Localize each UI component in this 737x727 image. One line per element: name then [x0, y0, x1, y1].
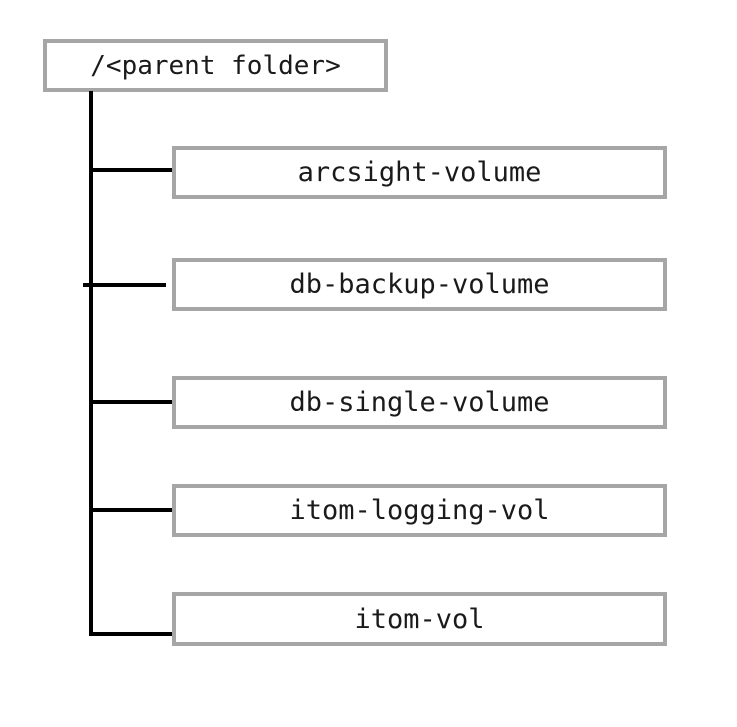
connector-line-itom-vol: [89, 632, 172, 636]
volume-node-itom-logging: itom-logging-vol: [172, 484, 667, 537]
volume-node-label: db-backup-volume: [289, 269, 550, 300]
volume-node-label: arcsight-volume: [297, 157, 542, 188]
volume-node-db-backup: db-backup-volume: [172, 258, 667, 311]
volume-node-label: itom-logging-vol: [289, 495, 550, 526]
volume-node-label: db-single-volume: [289, 387, 550, 418]
volume-node-label: itom-vol: [354, 603, 485, 635]
volume-node-db-single: db-single-volume: [172, 376, 667, 429]
tree-trunk-line: [89, 91, 93, 636]
volume-node-itom-vol: itom-vol: [172, 592, 667, 646]
connector-line-itom-logging: [89, 508, 172, 512]
volume-node-arcsight: arcsight-volume: [172, 146, 667, 199]
parent-folder-label: /<parent folder>: [90, 50, 341, 81]
connector-line-db-single: [89, 400, 172, 404]
parent-folder-node: /<parent folder>: [43, 39, 388, 92]
connector-line-arcsight: [89, 168, 172, 172]
connector-line-db-backup: [83, 283, 166, 287]
